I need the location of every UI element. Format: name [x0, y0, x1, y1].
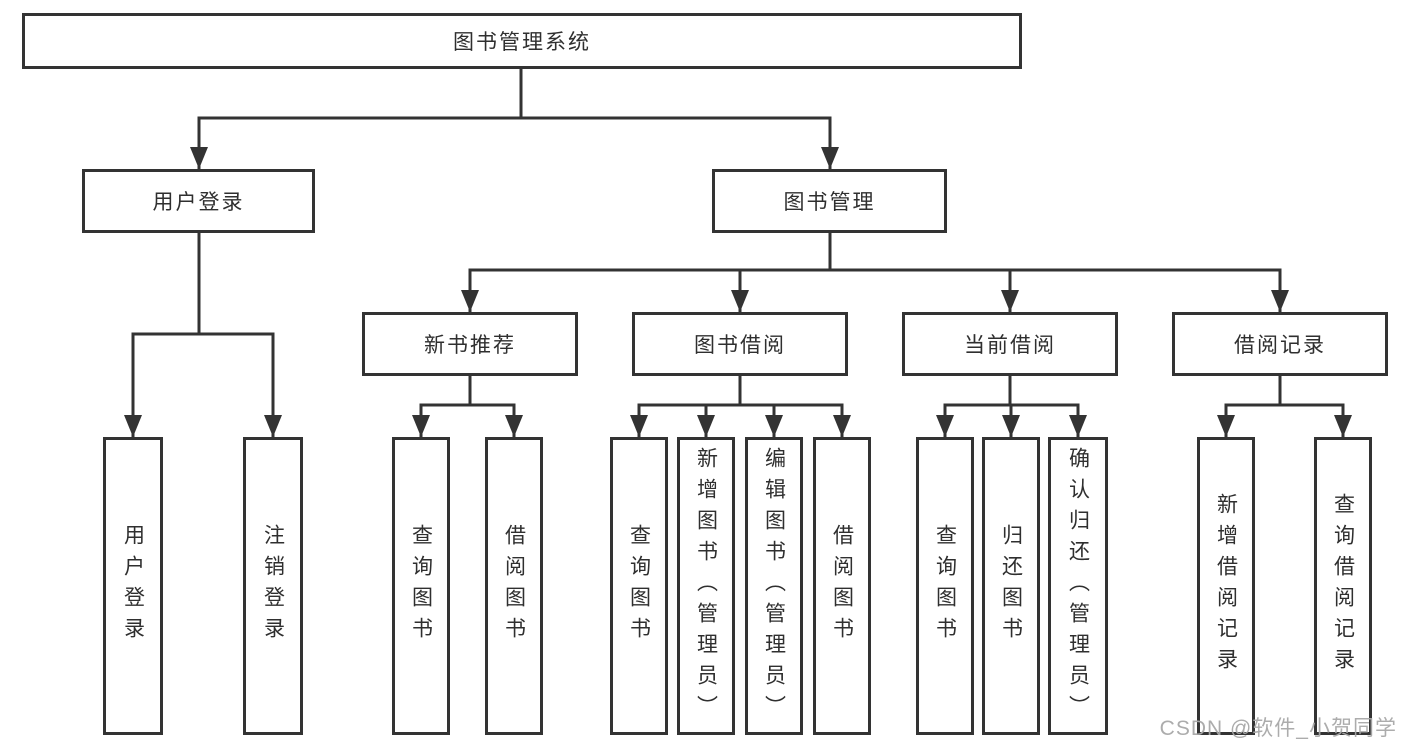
- node-borrowing-records: 借阅记录: [1172, 312, 1388, 376]
- node-new-book-recommend-label: 新书推荐: [424, 334, 516, 357]
- node-library-system: 图书管理系统: [22, 13, 1022, 69]
- leaf-logout-label: 注销登录: [261, 524, 285, 648]
- leaf-user-login-label: 用户登录: [121, 524, 145, 648]
- leaf-cb-confirm-return-admin-label: 确认归还（管理员）: [1066, 446, 1090, 726]
- node-book-management-label: 图书管理: [783, 191, 876, 214]
- leaf-bb-query-books: 查询图书: [610, 437, 668, 735]
- node-book-borrowing: 图书借阅: [632, 312, 848, 376]
- node-book-borrowing-label: 图书借阅: [694, 334, 786, 357]
- leaf-cb-query-books-label: 查询图书: [933, 524, 957, 648]
- leaf-bb-query-books-label: 查询图书: [627, 524, 651, 648]
- node-new-book-recommend: 新书推荐: [362, 312, 578, 376]
- leaf-bb-add-books-admin-label: 新增图书（管理员）: [694, 446, 718, 726]
- leaf-br-add-record-label: 新增借阅记录: [1214, 493, 1238, 679]
- node-user-login-label: 用户登录: [152, 191, 245, 214]
- leaf-nb-query-books-label: 查询图书: [409, 524, 433, 648]
- node-borrowing-records-label: 借阅记录: [1234, 334, 1326, 357]
- leaf-logout: 注销登录: [243, 437, 303, 735]
- node-current-borrowing: 当前借阅: [902, 312, 1118, 376]
- leaf-cb-confirm-return-admin: 确认归还（管理员）: [1048, 437, 1108, 735]
- connector-group: [124, 67, 1352, 439]
- leaf-cb-return-books: 归还图书: [982, 437, 1040, 735]
- leaf-user-login: 用户登录: [103, 437, 163, 735]
- leaf-cb-query-books: 查询图书: [916, 437, 974, 735]
- leaf-bb-edit-books-admin: 编辑图书（管理员）: [745, 437, 803, 735]
- leaf-nb-borrow-books: 借阅图书: [485, 437, 543, 735]
- leaf-bb-add-books-admin: 新增图书（管理员）: [677, 437, 735, 735]
- leaf-cb-return-books-label: 归还图书: [999, 524, 1023, 648]
- leaf-bb-borrow-books-label: 借阅图书: [830, 524, 854, 648]
- leaf-bb-borrow-books: 借阅图书: [813, 437, 871, 735]
- node-user-login: 用户登录: [82, 169, 315, 233]
- node-current-borrowing-label: 当前借阅: [964, 334, 1056, 357]
- watermark: CSDN @软件_小贺同学: [1159, 717, 1397, 740]
- node-library-system-label: 图书管理系统: [453, 31, 591, 54]
- leaf-br-query-record-label: 查询借阅记录: [1331, 493, 1355, 679]
- leaf-br-query-record: 查询借阅记录: [1314, 437, 1372, 735]
- leaf-nb-query-books: 查询图书: [392, 437, 450, 735]
- leaf-nb-borrow-books-label: 借阅图书: [502, 524, 526, 648]
- leaf-bb-edit-books-admin-label: 编辑图书（管理员）: [762, 446, 786, 726]
- node-book-management: 图书管理: [712, 169, 947, 233]
- leaf-br-add-record: 新增借阅记录: [1197, 437, 1255, 735]
